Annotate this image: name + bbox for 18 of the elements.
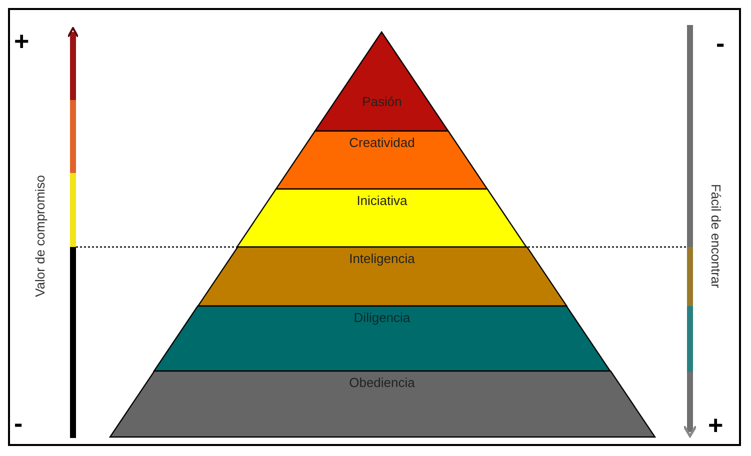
band-label: Diligencia	[354, 310, 410, 325]
axis-label: Fácil de encontrar	[708, 184, 724, 288]
pyramid-band	[110, 371, 654, 437]
minus-sign: -	[716, 30, 725, 56]
band-label: Obediencia	[349, 375, 415, 390]
minus-sign: -	[14, 410, 23, 436]
axis-label: Valor de compromiso	[32, 175, 48, 297]
pyramid-band	[276, 131, 488, 189]
band-label: Iniciativa	[356, 193, 408, 208]
pyramid-band	[237, 189, 527, 247]
pyramid-band	[198, 247, 566, 306]
band-label: Inteligencia	[349, 251, 415, 266]
pyramid-band	[154, 306, 610, 371]
plus-sign: +	[708, 412, 724, 438]
pyramid-apex	[315, 32, 449, 131]
plus-sign: +	[14, 28, 30, 54]
band-label: Creatividad	[349, 135, 415, 150]
band-label: Pasión	[362, 94, 402, 109]
